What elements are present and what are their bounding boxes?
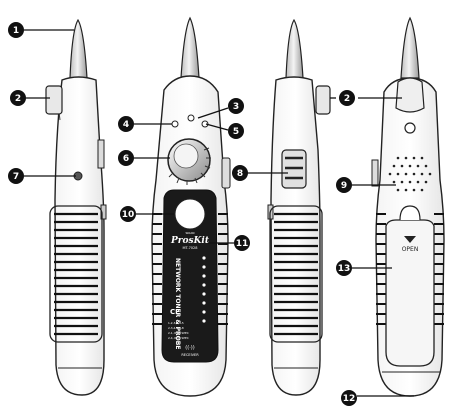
probe-tip bbox=[180, 16, 200, 79]
grip-ribs bbox=[54, 212, 98, 336]
led-indicator-top bbox=[187, 114, 195, 122]
svg-text:8: 8 bbox=[237, 169, 243, 179]
test-button bbox=[174, 198, 206, 230]
speaker-symbol: ((·)) bbox=[185, 345, 194, 351]
side-switch bbox=[371, 159, 379, 187]
panel-small-label: SKIAN bbox=[185, 231, 194, 235]
spec-line-3: 2-1, RJ45 SPEC bbox=[168, 331, 189, 335]
side-button bbox=[97, 139, 105, 169]
probe-front: SKIAN ProsKit MT-7028 NETWORK TONER & PR… bbox=[151, 16, 231, 397]
callout-2-left: 2 bbox=[10, 90, 26, 106]
probe-tip bbox=[285, 18, 304, 79]
callout-3: 3 bbox=[228, 98, 244, 114]
svg-text:2: 2 bbox=[344, 94, 350, 104]
spec-line-2: 2-3,4-5-7-8 bbox=[168, 326, 184, 330]
callout-12: 12 bbox=[341, 390, 357, 406]
lanyard-hole bbox=[404, 122, 416, 134]
grip-ribs-right bbox=[218, 213, 228, 325]
callout-8: 8 bbox=[232, 165, 248, 181]
svg-text:12: 12 bbox=[343, 394, 356, 404]
svg-text:10: 10 bbox=[122, 210, 135, 220]
svg-text:6: 6 bbox=[123, 154, 129, 164]
svg-text:1: 1 bbox=[13, 26, 19, 36]
grip-ribs bbox=[274, 212, 318, 336]
speaker-grille bbox=[388, 156, 432, 192]
svg-text:13: 13 bbox=[338, 264, 351, 274]
probe-side-right bbox=[267, 18, 331, 396]
svg-text:3: 3 bbox=[233, 102, 239, 112]
dial-inner bbox=[173, 143, 199, 169]
open-arrow-icon bbox=[404, 236, 416, 243]
svg-text:9: 9 bbox=[341, 181, 347, 191]
cover-latch bbox=[399, 205, 421, 221]
label-panel bbox=[161, 189, 219, 363]
brand-logo: ProsKit bbox=[170, 236, 210, 246]
svg-text:11: 11 bbox=[236, 239, 249, 249]
svg-text:2: 2 bbox=[15, 94, 21, 104]
svg-text:4: 4 bbox=[123, 120, 129, 130]
dial-knurl bbox=[168, 147, 211, 185]
battery-cover bbox=[385, 219, 435, 367]
probe-body bbox=[270, 76, 321, 396]
callout-7: 7 bbox=[8, 168, 24, 184]
callout-5: 5 bbox=[228, 123, 244, 139]
receiver-label: RECEIVER bbox=[181, 353, 199, 357]
callout-4: 4 bbox=[118, 116, 134, 132]
callout-10: 10 bbox=[120, 206, 136, 222]
ce-mark: CE bbox=[170, 308, 180, 316]
slider-ridges bbox=[285, 156, 303, 180]
grip-outline bbox=[269, 205, 323, 343]
open-label: OPEN bbox=[402, 246, 419, 253]
svg-text:7: 7 bbox=[13, 172, 19, 182]
probe-tip bbox=[400, 16, 420, 79]
spec-line-4: 2-4, RJ45 SPEC bbox=[168, 336, 189, 340]
panel-model: MT-7028 bbox=[182, 246, 197, 250]
probe-back: OPEN bbox=[371, 16, 445, 397]
panel-vertical-title: NETWORK TONER & PROBE bbox=[174, 258, 181, 349]
callout-13: 13 bbox=[336, 260, 352, 276]
probe-tip bbox=[69, 18, 88, 79]
side-switch bbox=[221, 157, 231, 189]
svg-text:5: 5 bbox=[233, 127, 239, 137]
grip-outline bbox=[49, 205, 103, 343]
clip bbox=[315, 85, 331, 115]
callout-2-right: 2 bbox=[339, 90, 355, 106]
probe-side-left bbox=[45, 18, 107, 396]
grip-ribs-right bbox=[434, 213, 444, 325]
probe-body bbox=[54, 76, 105, 396]
grip-ribs-left bbox=[376, 213, 386, 325]
callout-1: 1 bbox=[8, 22, 24, 38]
panel-leds bbox=[202, 256, 206, 323]
back-clip bbox=[395, 77, 425, 113]
spec-line-1: 1-2-3,6-4-5 bbox=[168, 321, 184, 325]
callout-6: 6 bbox=[118, 150, 134, 166]
clip bbox=[45, 85, 63, 115]
callout-11: 11 bbox=[234, 235, 250, 251]
led-indicator-left bbox=[171, 120, 179, 128]
callout-9: 9 bbox=[336, 177, 352, 193]
side-notch bbox=[100, 204, 107, 220]
